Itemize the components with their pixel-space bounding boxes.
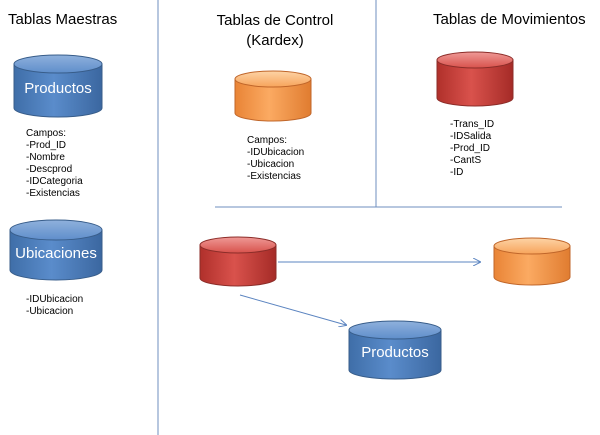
ubicaciones-label-box: Ubicaciones (10, 244, 102, 268)
movimientos-fields: -Trans_ID -IDSalida -Prod_ID -CantS -ID (450, 119, 494, 179)
flow-productos-label: Productos (361, 344, 429, 361)
productos-field: -Prod_ID (26, 140, 67, 151)
ubicaciones-label: Ubicaciones (15, 245, 97, 262)
flow-source-cylinder (199, 236, 277, 287)
control-title-line2: (Kardex) (246, 32, 304, 49)
kardex-field: -Existencias (247, 171, 301, 182)
movimientos-field: -IDSalida (450, 131, 492, 142)
flow-productos-cylinder (348, 320, 442, 380)
arrow-to-productos (239, 294, 346, 325)
maestras-title: Tablas Maestras (8, 11, 118, 28)
productos-field: -IDCategoria (26, 176, 83, 187)
control-title-line1: Tablas de Control (216, 12, 334, 29)
flow-productos-label-box: Productos (349, 343, 441, 367)
movimientos-field: -CantS (450, 155, 482, 166)
movimientos-cylinder (436, 51, 514, 107)
productos-fields: Campos: -Prod_ID -Nombre -Descprod -IDCa… (26, 128, 83, 200)
kardex-fields-heading: Campos: (247, 135, 288, 146)
ubicaciones-cylinder (9, 219, 103, 281)
control-title: Tablas de Control (Kardex) (190, 11, 360, 51)
productos-field: -Descprod (26, 164, 73, 175)
productos-label-box: Productos (14, 78, 102, 102)
productos-field: -Existencias (26, 188, 80, 199)
kardex-field: -Ubicacion (247, 159, 295, 170)
movimientos-title: Tablas de Movimientos (433, 11, 586, 28)
ubicaciones-field: -Ubicacion (26, 306, 74, 317)
productos-field: -Nombre (26, 152, 65, 163)
kardex-fields: Campos: -IDUbicacion -Ubicacion -Existen… (247, 135, 304, 183)
movimientos-field: -ID (450, 167, 464, 178)
ubicaciones-fields: -IDUbicacion -Ubicacion (26, 294, 83, 318)
ubicaciones-field: -IDUbicacion (26, 294, 84, 305)
productos-cylinder (13, 54, 103, 118)
productos-label: Productos (24, 80, 92, 97)
movimientos-field: -Prod_ID (450, 143, 491, 154)
productos-fields-heading: Campos: (26, 128, 67, 139)
movimientos-field: -Trans_ID (450, 119, 495, 130)
kardex-field: -IDUbicacion (247, 147, 305, 158)
flow-kardex-cylinder (493, 237, 571, 286)
kardex-cylinder (234, 70, 312, 122)
